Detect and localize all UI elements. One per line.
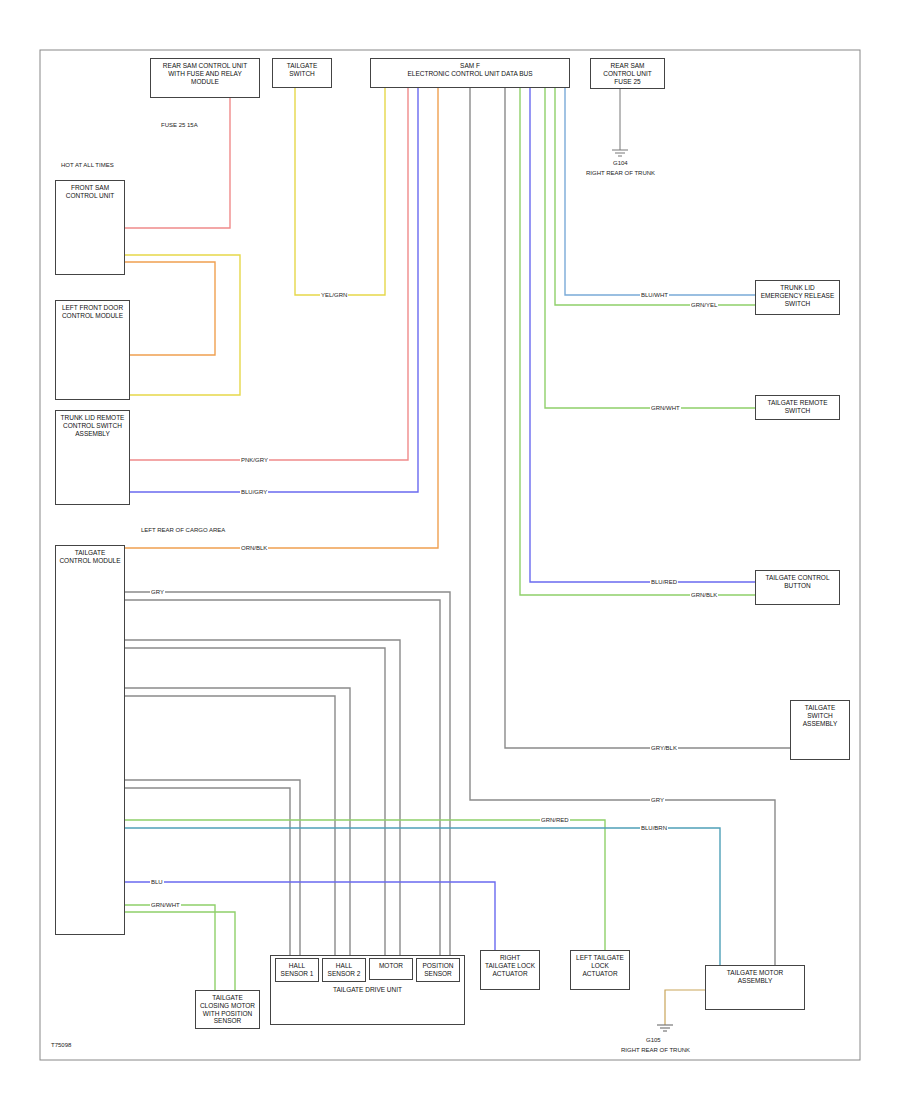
component-name: TAILGATE REMOTE SWITCH: [759, 399, 836, 415]
component-name: TAILGATE MOTOR ASSEMBLY: [709, 969, 801, 985]
wire: [125, 255, 240, 395]
wire: [555, 88, 755, 305]
wire: [125, 780, 300, 958]
component-name: REAR SAM CONTROL UNIT WITH FUSE AND RELA…: [154, 62, 256, 85]
component-name: TAILGATE SWITCH ASSEMBLY: [794, 704, 846, 727]
wire: [125, 820, 605, 950]
component-name: MOTOR: [373, 962, 409, 970]
wire: [520, 88, 755, 595]
wire: [125, 592, 450, 958]
wire-label: RIGHT REAR OF TRUNK: [585, 170, 656, 176]
component-name: LEFT TAILGATE LOCK ACTUATOR: [574, 954, 626, 977]
wire-label: BLU/GRY: [240, 489, 268, 495]
component-box: TAILGATE CONTROL MODULE: [55, 545, 125, 935]
wire-label: GRY: [150, 589, 165, 595]
wire: [125, 98, 230, 228]
wire: [530, 88, 755, 582]
wire-label: RIGHT REAR OF TRUNK: [620, 1047, 691, 1053]
wire-label: BLU: [150, 879, 164, 885]
component-box: LEFT TAILGATE LOCK ACTUATOR: [570, 950, 630, 990]
wire-label: GRN/RED: [540, 817, 570, 823]
component-box: REAR SAM CONTROL UNIT WITH FUSE AND RELA…: [150, 58, 260, 98]
wire-label: BLU/BRN: [640, 825, 668, 831]
component-name: POSITION SENSOR: [420, 962, 456, 978]
wire-label: FUSE 25 15A: [160, 122, 199, 128]
component-box: SAM FELECTRONIC CONTROL UNIT DATA BUS: [370, 58, 570, 88]
component-box: REAR SAM CONTROL UNITFUSE 25: [590, 58, 665, 89]
component-name: FRONT SAM CONTROL UNIT: [59, 184, 121, 200]
wire: [125, 912, 235, 990]
component-name: SAM F: [374, 62, 566, 70]
component-name: TAILGATE CLOSING MOTOR WITH POSITION SEN…: [199, 994, 256, 1025]
wire: [125, 88, 438, 548]
wire-label: T75098: [50, 1042, 72, 1048]
component-name: TAILGATE CONTROL BUTTON: [759, 574, 836, 590]
sub-component-box: HALL SENSOR 2: [322, 958, 366, 982]
wire-label: GRY: [650, 797, 665, 803]
component-name: TAILGATE CONTROL MODULE: [59, 549, 121, 565]
component-box: TRUNK LID EMERGENCY RELEASE SWITCH: [755, 280, 840, 315]
ground-symbol: [612, 80, 628, 156]
wire-label: GRN/WHT: [650, 405, 681, 411]
component-box: LEFT FRONT DOOR CONTROL MODULE: [55, 300, 130, 400]
component-name: FUSE 25: [594, 78, 661, 86]
wire: [125, 788, 290, 958]
wire-label: YEL/GRN: [320, 292, 348, 298]
component-name: TRUNK LID EMERGENCY RELEASE SWITCH: [759, 284, 836, 307]
wire: [295, 88, 385, 295]
component-name: TRUNK LID REMOTE CONTROL SWITCH ASSEMBLY: [59, 414, 126, 437]
wire: [125, 828, 720, 965]
component-name: HALL SENSOR 1: [279, 962, 315, 978]
component-name: HALL SENSOR 2: [326, 962, 362, 978]
component-name: LEFT FRONT DOOR CONTROL MODULE: [59, 304, 126, 320]
wire-label: LEFT REAR OF CARGO AREA: [140, 527, 226, 533]
component-box: FRONT SAM CONTROL UNIT: [55, 180, 125, 275]
component-box: TAILGATE SWITCH: [272, 58, 332, 88]
wire: [125, 262, 215, 355]
component-box: TAILGATE REMOTE SWITCH: [755, 395, 840, 420]
wire: [130, 88, 408, 460]
wire: [470, 88, 775, 965]
sub-component-box: HALL SENSOR 1: [275, 958, 319, 982]
component-box: TAILGATE MOTOR ASSEMBLY: [705, 965, 805, 1010]
wire-label: GRN/WHT: [150, 902, 181, 908]
wire-label: GRY/BLK: [650, 745, 678, 751]
sub-component-box: MOTOR: [369, 958, 413, 980]
component-box: TAILGATE CLOSING MOTOR WITH POSITION SEN…: [195, 990, 260, 1029]
wire: [125, 696, 335, 958]
component-box: RIGHT TAILGATE LOCK ACTUATOR: [480, 950, 540, 990]
wire-label: PNK/GRY: [240, 457, 269, 463]
wire-label: GRN/BLK: [690, 592, 718, 598]
wire-label: G104: [612, 160, 629, 166]
wire-label: G105: [645, 1037, 662, 1043]
wire-label: BLU/WHT: [640, 292, 669, 298]
wire: [505, 88, 790, 748]
component-name: REAR SAM CONTROL UNIT: [594, 62, 661, 78]
component-box: TRUNK LID REMOTE CONTROL SWITCH ASSEMBLY: [55, 410, 130, 505]
wire: [125, 905, 215, 990]
component-name: ELECTRONIC CONTROL UNIT DATA BUS: [374, 70, 566, 78]
wire: [130, 88, 418, 492]
wire: [125, 648, 385, 958]
wire: [565, 88, 755, 295]
wire: [125, 600, 440, 958]
component-box: TAILGATE SWITCH ASSEMBLY: [790, 700, 850, 760]
page-frame: [40, 50, 860, 1060]
sub-component-box: POSITION SENSOR: [416, 958, 460, 982]
wire-label: GRN/YEL: [690, 302, 718, 308]
wire: [125, 882, 495, 950]
wire-label: ORN/BLK: [240, 545, 268, 551]
wire: [125, 640, 400, 958]
component-box: TAILGATE CONTROL BUTTON: [755, 570, 840, 605]
wire-label: BLU/RED: [650, 579, 678, 585]
wire: [545, 88, 755, 408]
wire: [125, 688, 350, 958]
component-name: RIGHT TAILGATE LOCK ACTUATOR: [484, 954, 536, 977]
component-name: TAILGATE DRIVE UNIT: [274, 986, 461, 994]
wire-label: HOT AT ALL TIMES: [60, 162, 115, 168]
component-box: TAILGATE DRIVE UNIT HALL SENSOR 1 HALL SEN…: [270, 955, 465, 1025]
component-name: TAILGATE SWITCH: [276, 62, 328, 78]
